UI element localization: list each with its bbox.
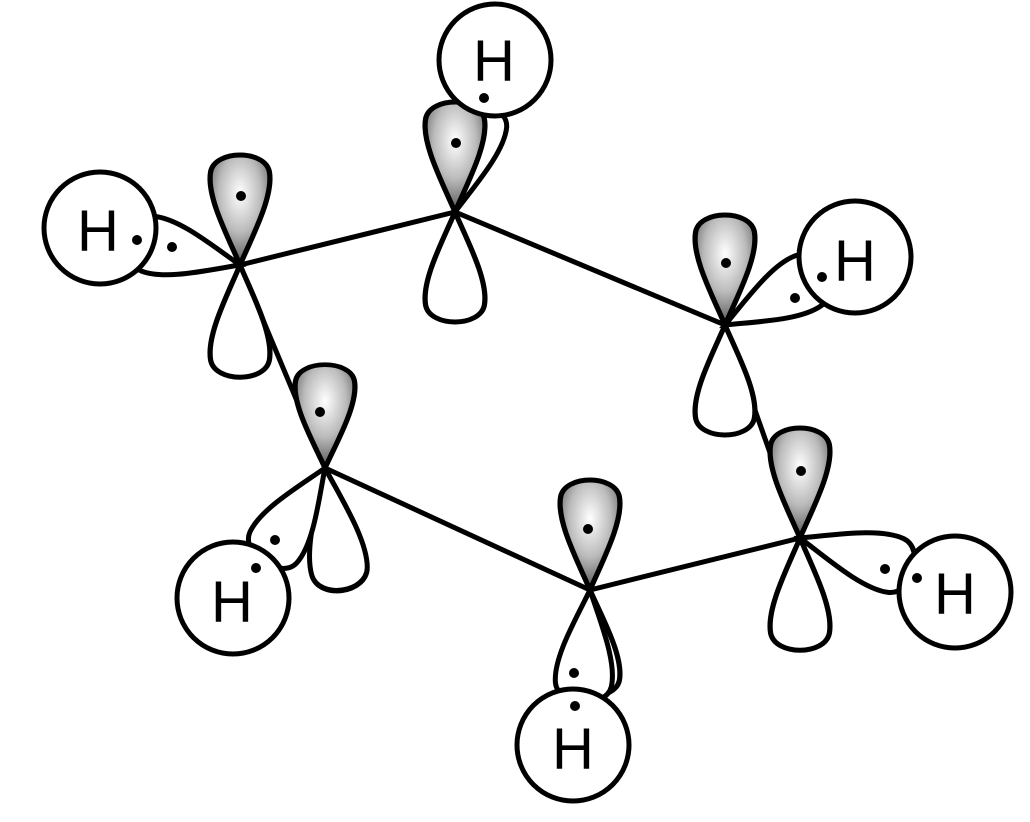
hydrogen-label: H [77, 199, 119, 264]
hydrogen-label: H [211, 570, 253, 635]
hydrogen-circle [896, 533, 1014, 651]
hydrogen-circle [41, 169, 159, 287]
p-orbital-lower-lobe [425, 212, 485, 322]
electron-dot [451, 138, 461, 148]
electron-dot [796, 466, 806, 476]
p-orbital-upper-lobe [770, 428, 830, 538]
hydrogen-circle [174, 539, 292, 657]
p-orbital-upper-lobe [295, 365, 355, 468]
hydrogen-label: H [834, 229, 876, 294]
hydrogen-atom: H [41, 169, 159, 287]
hydrogen-atom: H [174, 539, 292, 657]
electron-dot [817, 272, 827, 282]
hydrogen-circle [436, 1, 554, 119]
p-orbital-upper-lobe [425, 102, 485, 212]
electron-dot [721, 258, 731, 268]
sp2-lobe [554, 588, 619, 704]
hydrogen-atom: H [436, 1, 554, 119]
p-orbital-lower-lobe [695, 325, 755, 435]
electron-dot [132, 235, 142, 245]
electron-dots [132, 93, 922, 711]
hydrogen-circle [796, 198, 914, 316]
hydrogen-label: H [552, 717, 594, 782]
p-orbital-upper-lobe [560, 480, 620, 590]
hydrogen-label: H [473, 29, 515, 94]
electron-dot [270, 535, 280, 545]
electron-dot [912, 573, 922, 583]
hydrogen-circle [514, 686, 632, 804]
hydrogen-atom: H [796, 198, 914, 316]
hydrogen-atom: H [896, 533, 1014, 651]
electron-dot [570, 701, 580, 711]
electron-dot [569, 668, 579, 678]
electron-dot [167, 242, 177, 252]
p-orbital-lower-lobe [210, 265, 270, 377]
hydrogen-label: H [934, 562, 976, 627]
electron-dot [236, 191, 246, 201]
electron-dot [479, 93, 489, 103]
electron-dot [880, 564, 890, 574]
electron-dot [315, 407, 325, 417]
electron-dot [790, 293, 800, 303]
electron-dot [583, 524, 593, 534]
electron-dot [251, 563, 261, 573]
hydrogen-atom: H [514, 686, 632, 804]
